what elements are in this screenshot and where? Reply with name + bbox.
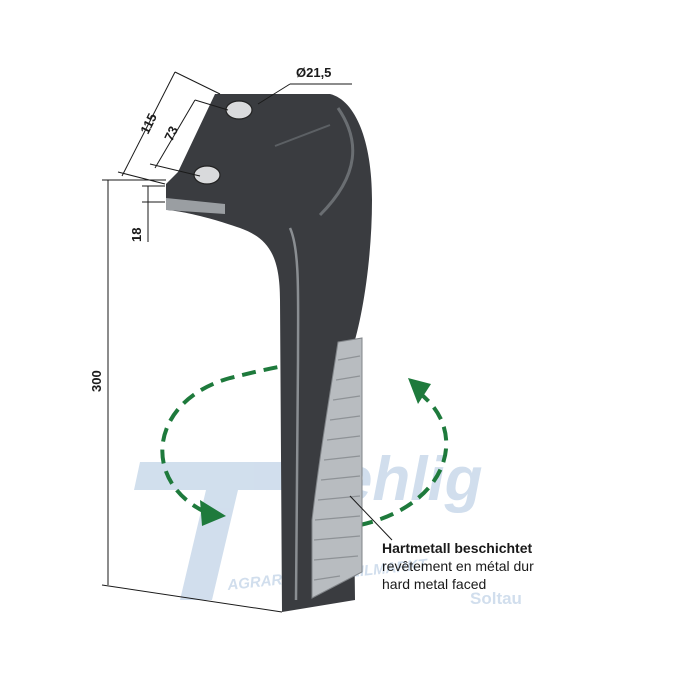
dim-label-diameter: Ø21,5 <box>296 65 331 80</box>
arrowhead-left-icon <box>200 500 226 526</box>
dim-label-300: 300 <box>89 370 104 392</box>
arrowhead-right-icon <box>408 378 431 404</box>
mounting-hole-upper <box>225 100 253 120</box>
annotation-line-en: hard metal faced <box>382 576 487 592</box>
blade-flange-face <box>166 198 225 214</box>
hardmetal-strip <box>311 337 363 599</box>
hardmetal-texture <box>313 355 361 581</box>
annotation-line-fr: revêtement en métal dur <box>382 558 534 574</box>
blade-highlight <box>288 227 300 601</box>
blade-edge-highlight <box>318 107 355 217</box>
dimension-lines <box>101 71 393 613</box>
annotation-line-de: Hartmetall beschichtet <box>382 540 533 556</box>
hardmetal-annotation: Hartmetall beschichtet revêtement en mét… <box>382 539 642 593</box>
blade <box>166 94 372 612</box>
watermark-place: Soltau <box>470 589 522 608</box>
dim-label-18: 18 <box>129 228 144 242</box>
dim-label-115: 115 <box>137 111 160 136</box>
dim-label-73: 73 <box>161 124 181 144</box>
watermark-logo-mark <box>134 462 295 600</box>
blade-crease <box>274 124 331 147</box>
